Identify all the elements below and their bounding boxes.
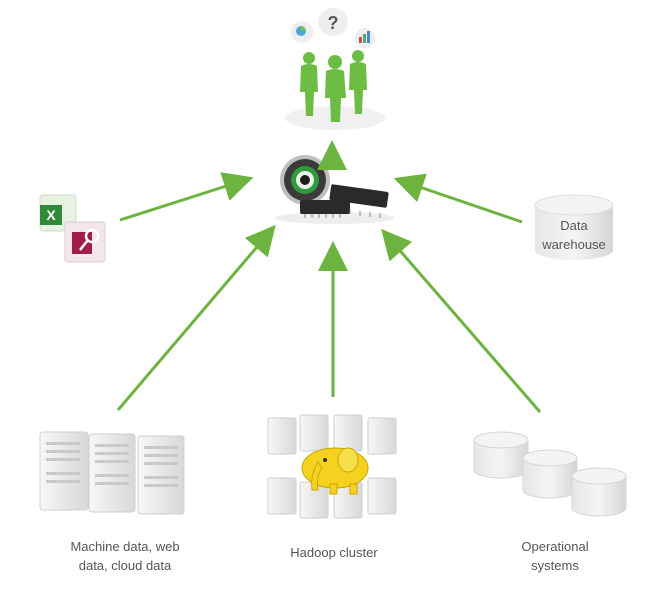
machine-data-label: Machine data, web data, cloud data [70,539,180,573]
arrow-office-to-engine [119,172,254,222]
hadoop-cluster-icon [267,414,397,519]
operational-databases-icon [473,431,627,517]
hadoop-cluster-label: Hadoop cluster [290,545,378,560]
office-files-icon: X [39,194,106,263]
users-group-icon: ? [285,8,385,130]
arrow-warehouse-to-engine [393,173,523,224]
question-glyph: ? [328,13,339,33]
analytics-engine-icon [275,155,395,224]
servers-icon [39,431,185,515]
hadoop-elephant-icon [301,447,369,495]
excel-glyph: X [46,207,56,223]
data-warehouse-icon [534,194,614,260]
data-warehouse-label: Data warehouse [542,218,606,252]
arrow-operational-to-engine [381,228,542,413]
arrow-machine-to-engine [116,224,276,411]
operational-systems-label: Operational systems [521,539,589,573]
